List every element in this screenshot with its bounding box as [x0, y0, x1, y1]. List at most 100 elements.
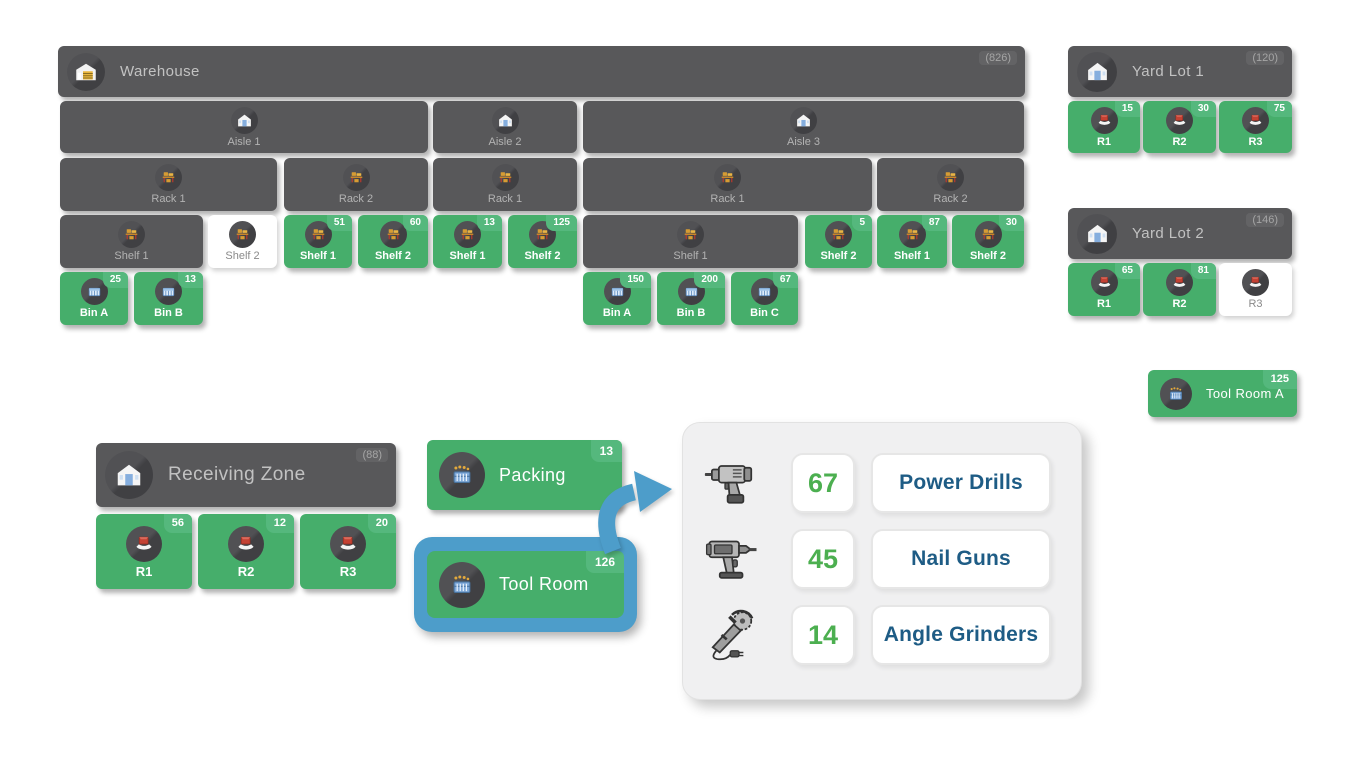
- detail-row: 67 Power Drills: [683, 453, 1081, 513]
- location-label: Aisle 2: [488, 135, 522, 148]
- toolbox-icon: [1160, 377, 1192, 410]
- hand-box-icon: [1090, 106, 1118, 134]
- location-spot-r2[interactable]: 30 R2: [1143, 101, 1216, 153]
- count-badge: 125: [546, 215, 577, 231]
- count-badge: 13: [590, 440, 622, 462]
- item-count: 67: [807, 467, 839, 498]
- location-shelf[interactable]: 125 Shelf 2: [508, 215, 577, 268]
- item-name-box: Nail Guns: [871, 529, 1051, 589]
- pallet-icon: [677, 221, 704, 248]
- item-count-box: 14: [791, 605, 855, 665]
- location-label: Aisle 1: [227, 135, 261, 148]
- nail-gun-icon: [701, 529, 763, 589]
- pallet-icon: [155, 164, 182, 191]
- location-spot-r1[interactable]: 65 R1: [1068, 263, 1140, 316]
- location-shelf[interactable]: 87 Shelf 1: [877, 215, 947, 268]
- hand-box-icon: [330, 525, 366, 562]
- location-shelf[interactable]: 13 Shelf 1: [433, 215, 502, 268]
- location-spot-r3[interactable]: R3: [1219, 263, 1292, 316]
- location-spot-r3[interactable]: 20 R3: [300, 514, 396, 589]
- location-yard-lot-1[interactable]: Yard Lot 1 (120): [1068, 46, 1292, 97]
- location-spot-r3[interactable]: 75 R3: [1219, 101, 1292, 153]
- location-bin[interactable]: 200 Bin B: [657, 272, 725, 325]
- hand-box-icon: [228, 525, 264, 562]
- item-name: Angle Grinders: [883, 623, 1039, 646]
- location-rack[interactable]: Rack 2: [284, 158, 428, 211]
- location-label: Yard Lot 1: [1132, 63, 1205, 80]
- location-label: R2: [1172, 298, 1187, 310]
- count-badge: 30: [1190, 101, 1216, 117]
- location-label: Rack 2: [933, 193, 968, 205]
- location-packing[interactable]: 13 Packing: [427, 440, 622, 510]
- angle-grinder-icon: [701, 605, 763, 665]
- location-bin[interactable]: 67 Bin C: [731, 272, 798, 325]
- location-rack[interactable]: Rack 2: [877, 158, 1024, 211]
- toolbox-icon: [439, 561, 485, 608]
- location-rack[interactable]: Rack 1: [583, 158, 872, 211]
- location-bin[interactable]: 150 Bin A: [583, 272, 651, 325]
- location-shelf[interactable]: 60 Shelf 2: [358, 215, 428, 268]
- location-spot-r2[interactable]: 81 R2: [1143, 263, 1216, 316]
- location-rack[interactable]: Rack 1: [433, 158, 577, 211]
- location-label: Yard Lot 2: [1132, 225, 1205, 242]
- location-receiving-zone[interactable]: Receiving Zone (88): [96, 443, 396, 507]
- item-name: Power Drills: [899, 471, 1023, 494]
- location-rack[interactable]: Rack 1: [60, 158, 277, 211]
- location-label: Rack 1: [710, 193, 745, 205]
- location-bin[interactable]: 13 Bin B: [134, 272, 203, 325]
- location-label: Shelf 2: [524, 250, 561, 262]
- building-icon: [491, 106, 519, 134]
- location-tool-room-a[interactable]: 125 Tool Room A: [1148, 370, 1297, 417]
- location-yard-lot-2[interactable]: Yard Lot 2 (146): [1068, 208, 1292, 259]
- location-label: Tool Room: [499, 574, 589, 594]
- location-label: Rack 2: [338, 193, 374, 205]
- pallet-icon: [229, 221, 256, 248]
- location-label: R3: [1248, 298, 1263, 310]
- building-icon: [790, 106, 817, 134]
- pallet-icon: [118, 221, 145, 248]
- count-badge: 13: [177, 272, 203, 288]
- location-spot-r2[interactable]: 12 R2: [198, 514, 294, 589]
- location-aisle-2[interactable]: Aisle 2: [433, 101, 577, 153]
- location-shelf[interactable]: 5 Shelf 2: [805, 215, 872, 268]
- location-warehouse[interactable]: Warehouse (826): [58, 46, 1025, 97]
- pallet-icon: [342, 164, 370, 191]
- count-badge: 65: [1114, 263, 1140, 279]
- location-shelf[interactable]: Shelf 1: [60, 215, 203, 268]
- location-tool-room[interactable]: 126 Tool Room: [427, 551, 624, 618]
- location-label: Bin A: [79, 307, 109, 319]
- count-badge: 12: [265, 514, 294, 533]
- location-shelf[interactable]: 30 Shelf 2: [952, 215, 1024, 268]
- count-badge: 67: [772, 272, 798, 288]
- location-label: Shelf 1: [449, 250, 486, 262]
- location-bin[interactable]: 25 Bin A: [60, 272, 128, 325]
- location-label: Shelf 2: [969, 250, 1007, 262]
- count-badge: 30: [998, 215, 1024, 231]
- item-name-box: Angle Grinders: [871, 605, 1051, 665]
- location-spot-r1[interactable]: 56 R1: [96, 514, 192, 589]
- count-badge: 25: [102, 272, 128, 288]
- count-badge: 87: [921, 215, 947, 231]
- location-label: Shelf 2: [820, 250, 857, 262]
- location-spot-r1[interactable]: 15 R1: [1068, 101, 1140, 153]
- location-label: R1: [1096, 135, 1112, 148]
- location-aisle-3[interactable]: Aisle 3: [583, 101, 1024, 153]
- location-aisle-1[interactable]: Aisle 1: [60, 101, 428, 153]
- count-badge: (826): [979, 51, 1017, 65]
- pallet-icon: [454, 221, 481, 248]
- count-badge: 13: [476, 215, 502, 231]
- location-shelf[interactable]: 51 Shelf 1: [284, 215, 352, 268]
- hand-box-icon: [1090, 269, 1118, 296]
- location-label: Rack 1: [487, 193, 523, 205]
- detail-row: 14 Angle Grinders: [683, 605, 1081, 665]
- item-name-box: Power Drills: [871, 453, 1051, 513]
- location-label: Bin C: [750, 307, 779, 319]
- location-label: R1: [1096, 298, 1112, 310]
- crate-icon: [155, 278, 182, 305]
- toolbox-icon: [439, 452, 485, 498]
- location-shelf[interactable]: Shelf 2: [208, 215, 277, 268]
- count-badge: 126: [585, 551, 624, 573]
- location-shelf[interactable]: Shelf 1: [583, 215, 798, 268]
- location-label: R2: [1172, 135, 1187, 148]
